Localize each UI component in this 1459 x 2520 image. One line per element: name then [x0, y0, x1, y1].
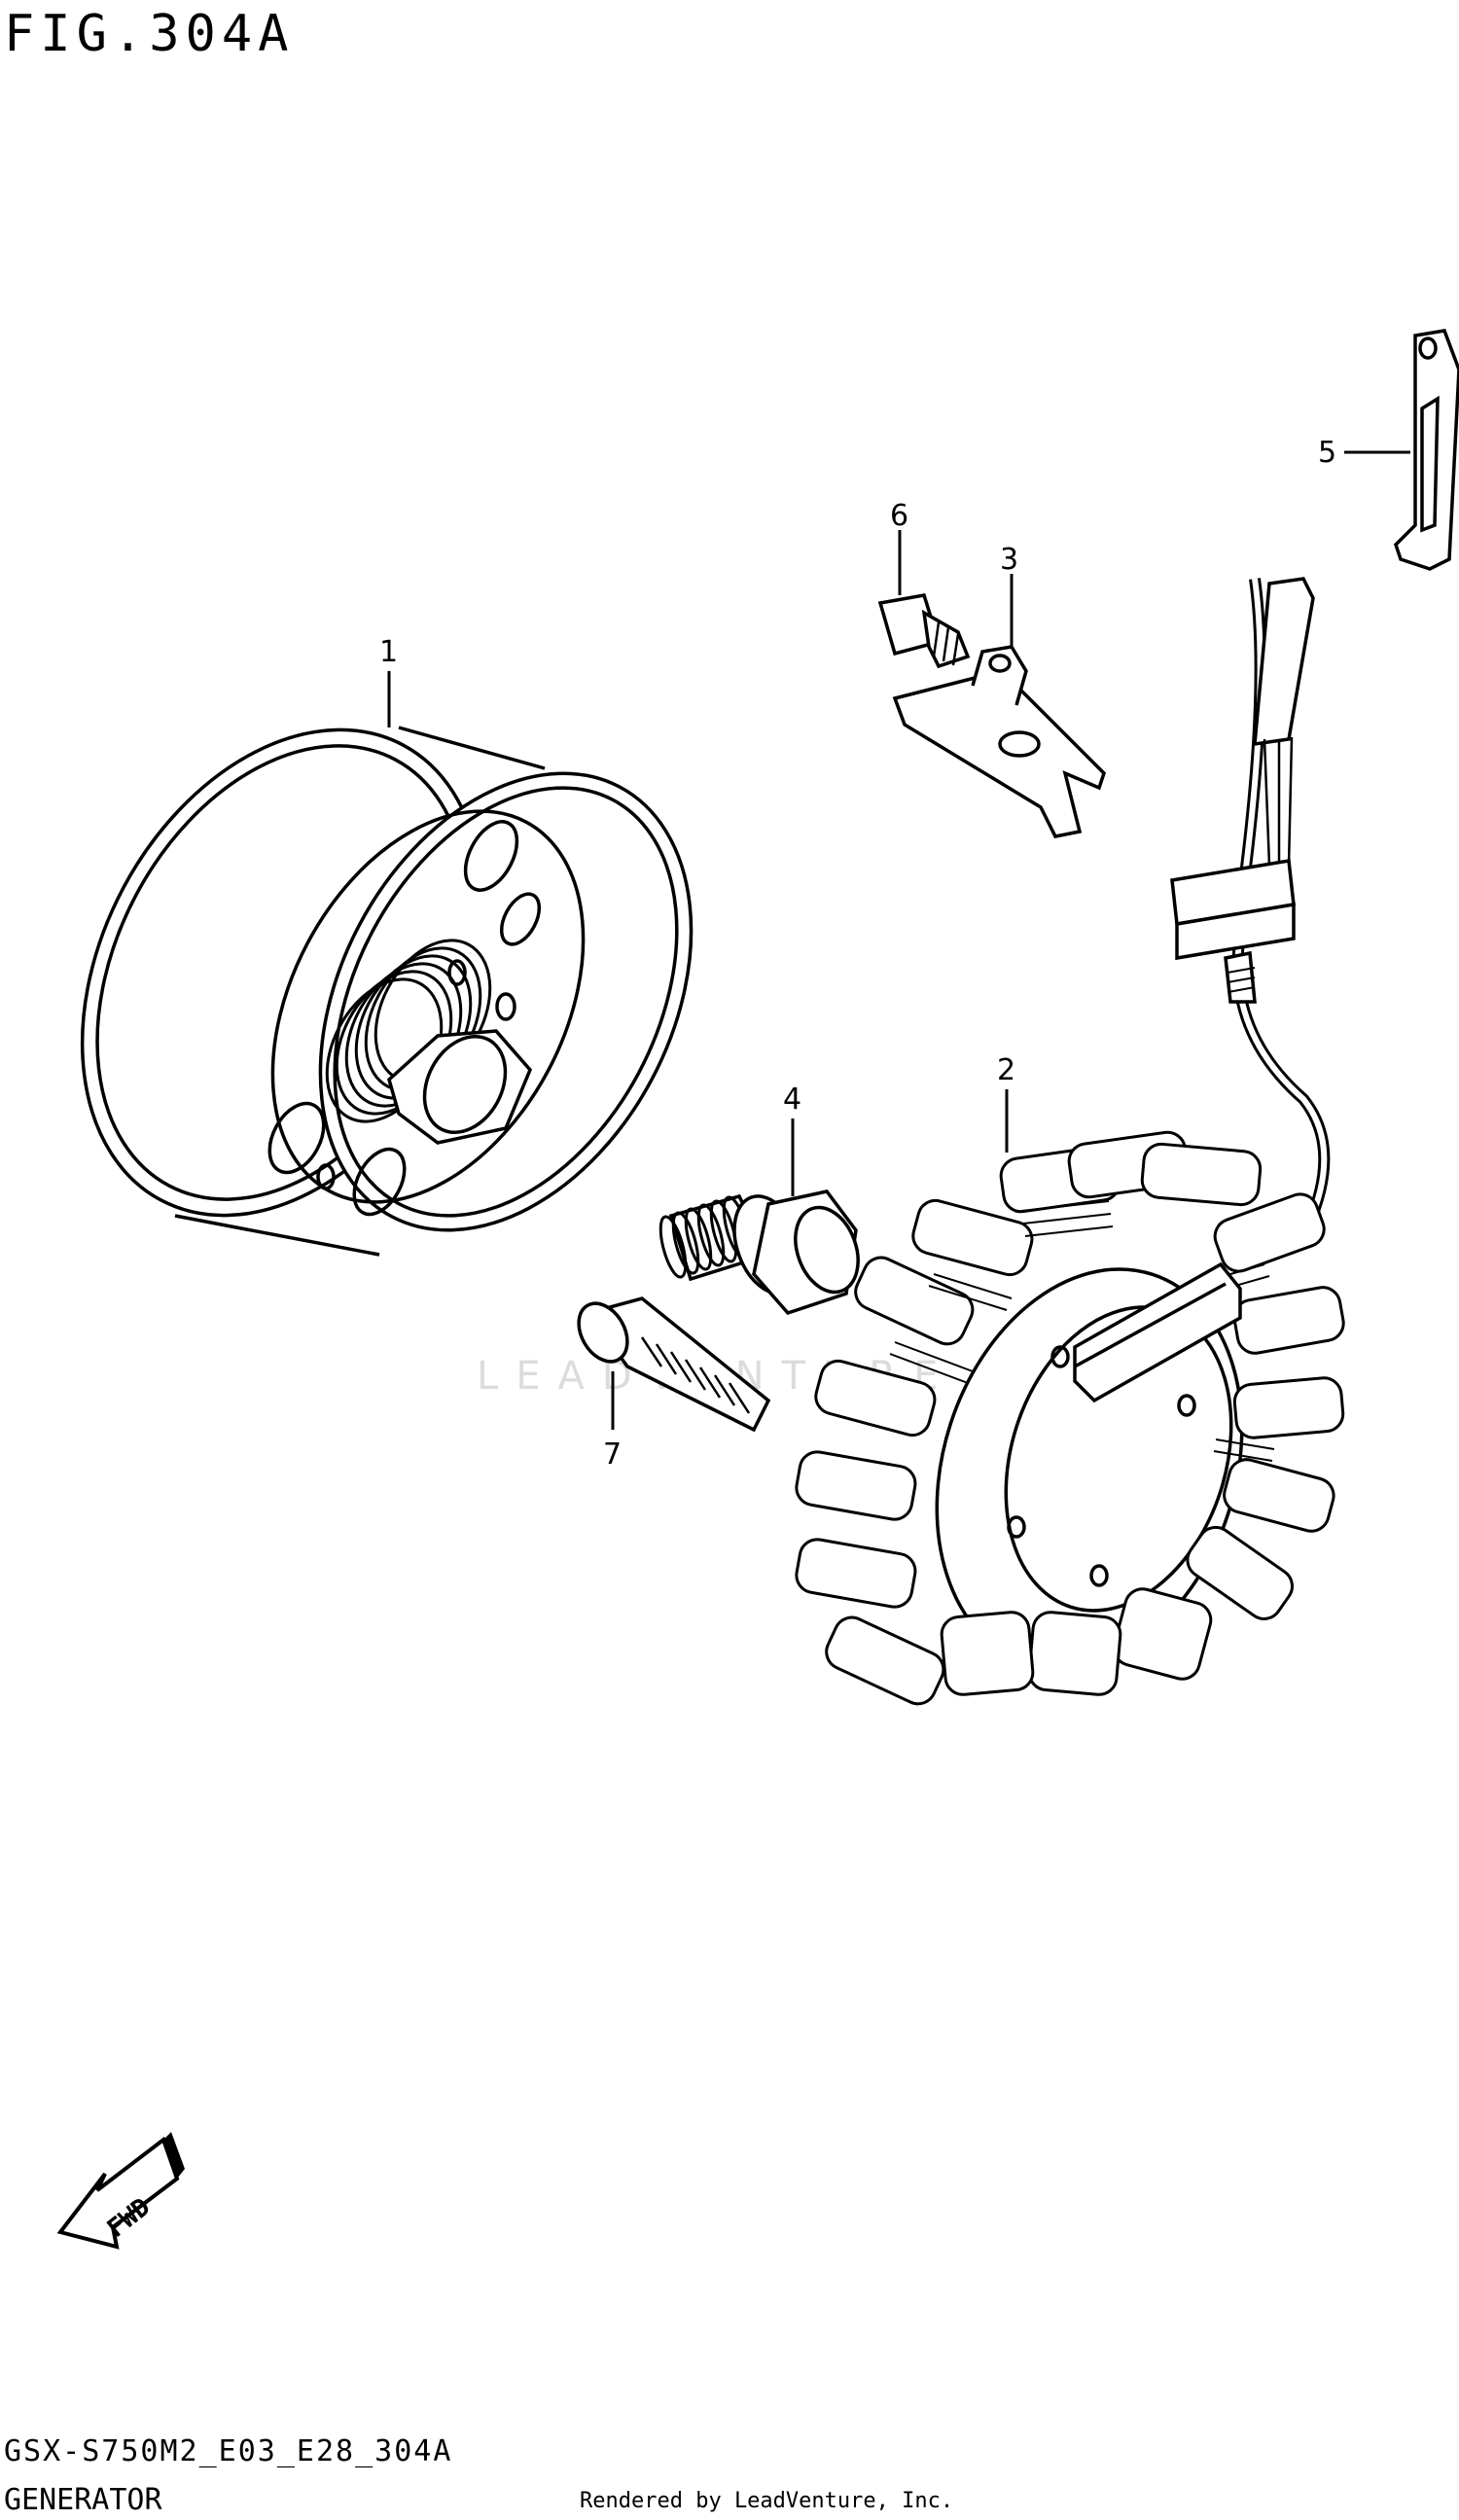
- stator-coil-assembly[interactable]: [794, 577, 1346, 1710]
- wire-clamp-bracket[interactable]: [892, 645, 1107, 838]
- stator-screw[interactable]: [569, 1295, 771, 1433]
- rotor-flywheel[interactable]: [2, 660, 765, 1294]
- callout-4: 4: [783, 1083, 801, 1117]
- callout-3: 3: [1000, 543, 1018, 577]
- section-name: GENERATOR: [4, 2483, 162, 2517]
- callout-1: 1: [379, 635, 398, 669]
- callout-2: 2: [997, 1053, 1015, 1087]
- callout-5: 5: [1318, 436, 1336, 470]
- callout-7: 7: [603, 1437, 622, 1472]
- rotor-bolt[interactable]: [656, 1187, 870, 1316]
- fwd-arrow-icon: FWD: [56, 2132, 185, 2250]
- figure-title: FIG.304A: [4, 5, 294, 63]
- clamp-bolt[interactable]: [877, 593, 971, 669]
- callout-6: 6: [890, 499, 908, 533]
- cable-guide[interactable]: [1393, 329, 1459, 571]
- render-credit: Rendered by LeadVenture, Inc.: [580, 2489, 953, 2513]
- model-code: GSX-S750M2_E03_E28_304A: [4, 2434, 452, 2468]
